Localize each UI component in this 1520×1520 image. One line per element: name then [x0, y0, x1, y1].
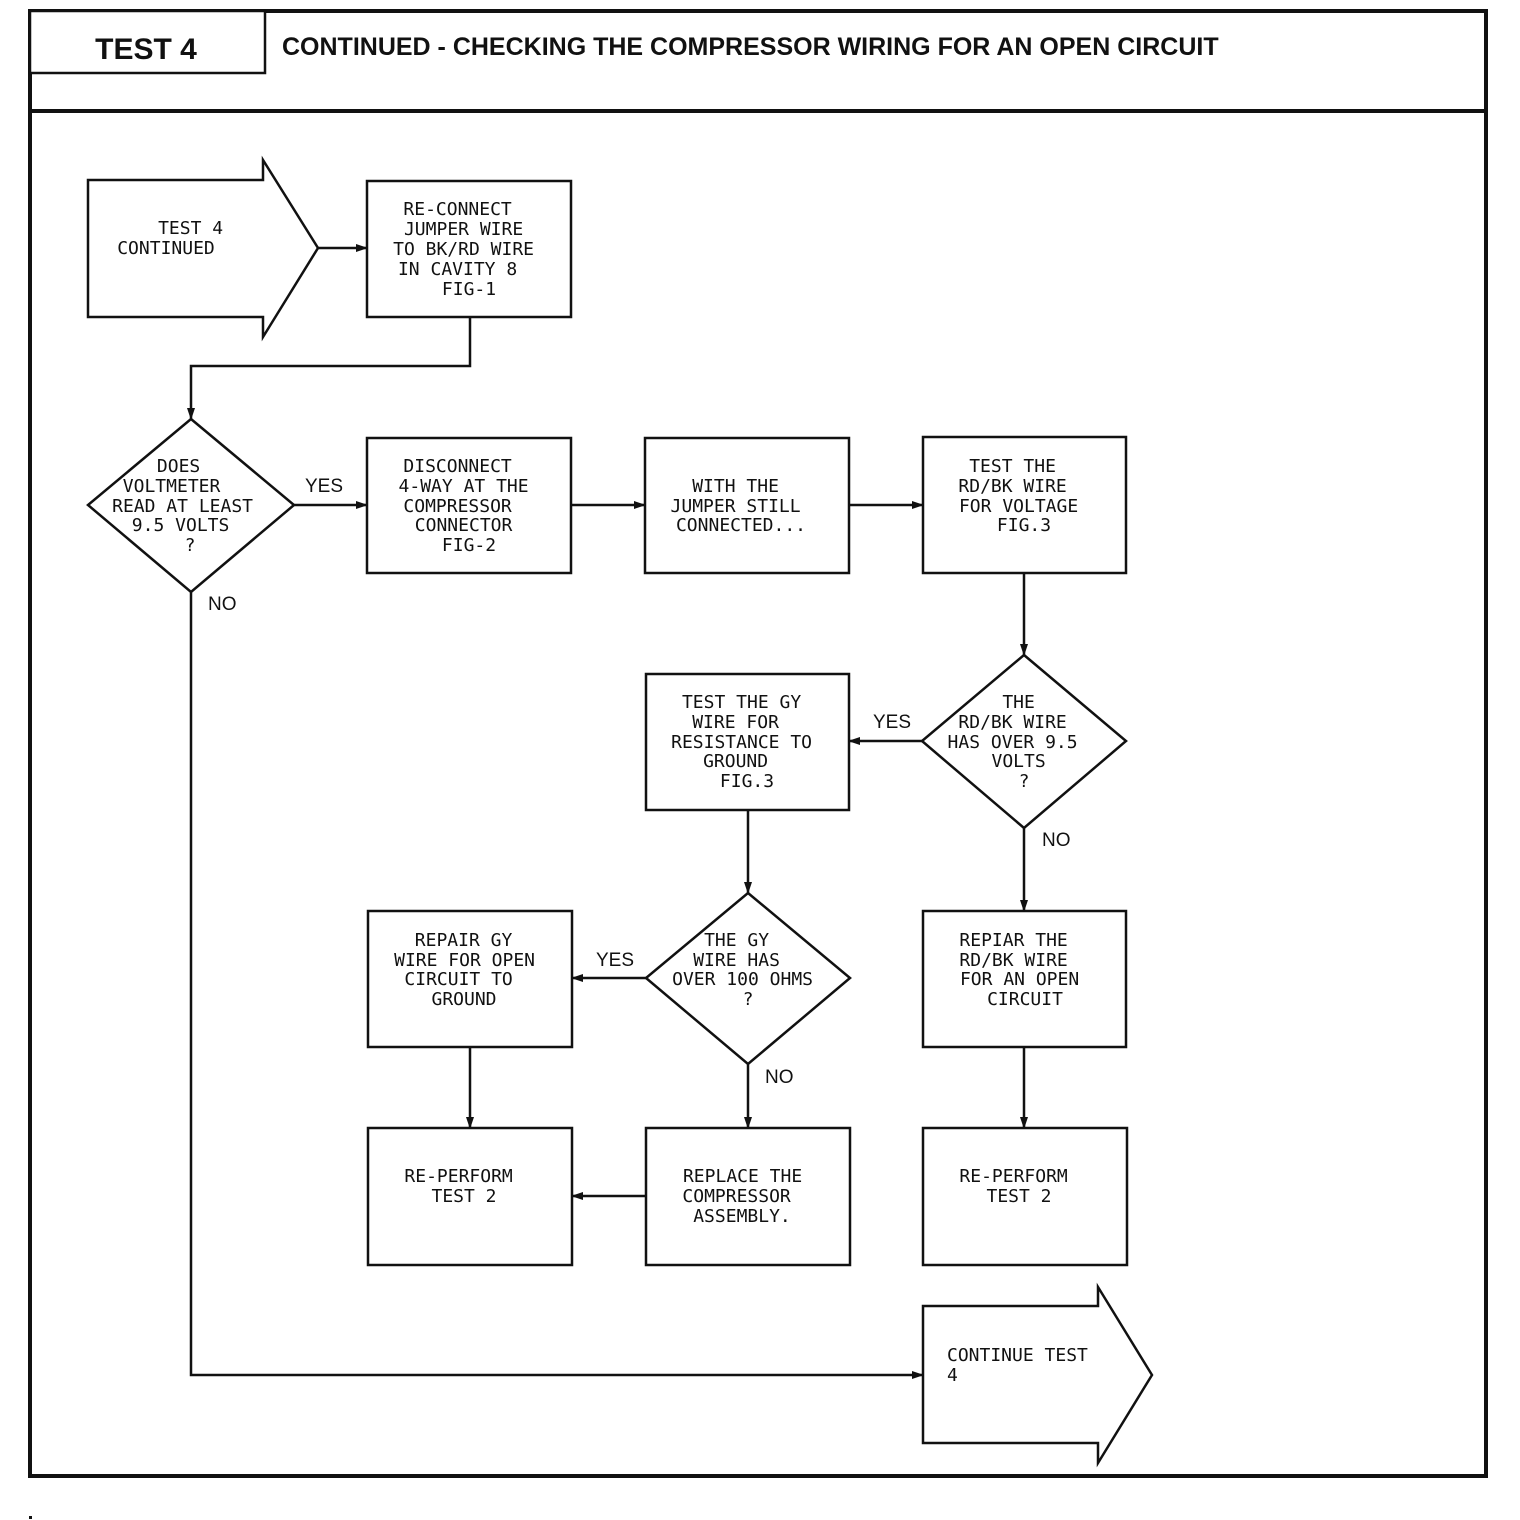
repair-rdbk-box [921, 909, 1128, 1049]
disconnect-text: DISCONNECT 4-WAY AT THE COMPRESSOR CONNE… [399, 456, 540, 556]
edge-voltmeter-no-continue [189, 592, 924, 1379]
rdbk-diamond-line: VOLTS [991, 751, 1045, 772]
rdbk-diamond-line: THE [1002, 692, 1035, 713]
disconnect-line: CONNECTOR [415, 515, 513, 536]
voltmeter-line: VOLTMETER [123, 476, 221, 497]
repair-rdbk-line: FOR AN OPEN [960, 969, 1079, 990]
repair-rdbk-line: RD/BK WIRE [959, 950, 1067, 971]
rdbk-diamond-line: HAS OVER 9.5 [948, 732, 1078, 753]
repair-rdbk-line: REPIAR THE [959, 930, 1067, 951]
continue-text: CONTINUE TEST 4 [947, 1345, 1099, 1386]
reconnect-line: JUMPER WIRE [404, 219, 523, 240]
edge-reconnect-voltmeter [187, 317, 472, 420]
scan-mark [29, 1516, 32, 1519]
repair-rdbk-text: REPIAR THE RD/BK WIRE FOR AN OPEN CIRCUI… [959, 930, 1090, 1010]
page-title: CONTINUED - CHECKING THE COMPRESSOR WIRI… [282, 33, 1219, 61]
rdbk-diamond-text: THE RD/BK WIRE HAS OVER 9.5 VOLTS ? [948, 692, 1089, 792]
edge-label-rdbk-no: NO [1042, 830, 1071, 851]
test-label-box [28, 9, 267, 75]
reperform-right-line: TEST 2 [986, 1186, 1051, 1207]
repair-gy-box [366, 909, 574, 1049]
rdbk-diamond-line: ? [1019, 771, 1030, 792]
disconnect-line: 4-WAY AT THE [399, 476, 529, 497]
test-gy-line: TEST THE GY [682, 692, 801, 713]
reperform-left-line: RE-PERFORM [404, 1166, 513, 1187]
test-rdbk-text: TEST THE RD/BK WIRE FOR VOLTAGE FIG.3 [958, 456, 1089, 536]
reconnect-line: FIG-1 [442, 279, 496, 300]
edge-label-voltmeter-yes: YES [305, 476, 343, 497]
reperform-right-text: RE-PERFORM TEST 2 [959, 1166, 1078, 1207]
voltmeter-line: 9.5 VOLTS [132, 515, 230, 536]
repair-gy-line: REPAIR GY [415, 930, 513, 951]
voltmeter-line: READ AT LEAST [112, 496, 253, 517]
repair-gy-line: WIRE FOR OPEN [394, 950, 535, 971]
replace-box [644, 1126, 852, 1267]
reconnect-line: TO BK/RD WIRE [393, 239, 534, 260]
repair-gy-text: REPAIR GY WIRE FOR OPEN CIRCUIT TO GROUN… [394, 930, 546, 1010]
test-rdbk-line: RD/BK WIRE [958, 476, 1066, 497]
test-gy-text: TEST THE GY WIRE FOR RESISTANCE TO GROUN… [671, 692, 823, 792]
start-line: CONTINUED [117, 238, 215, 259]
repair-gy-line: GROUND [431, 989, 496, 1010]
disconnect-line: FIG-2 [442, 535, 496, 556]
test-rdbk-line: FOR VOLTAGE [959, 496, 1078, 517]
test-gy-line: GROUND [703, 751, 768, 772]
reperform-left-line: TEST 2 [431, 1186, 496, 1207]
voltmeter-line: DOES [157, 456, 200, 477]
continue-arrow-shape [921, 1282, 1154, 1468]
voltmeter-text: DOES VOLTMETER READ AT LEAST 9.5 VOLTS ? [112, 456, 264, 556]
test-rdbk-box [921, 435, 1128, 575]
gy-diamond-line: OVER 100 OHMS [672, 969, 813, 990]
edge-label-gy-no: NO [765, 1067, 794, 1088]
test-gy-line: RESISTANCE TO [671, 732, 812, 753]
edge-label-gy-yes: YES [596, 950, 634, 971]
disconnect-box [365, 436, 573, 575]
continue-line: 4 [947, 1365, 958, 1386]
test-gy-line: WIRE FOR [692, 712, 779, 733]
reperform-right-box [921, 1126, 1129, 1267]
replace-line: ASSEMBLY. [693, 1206, 791, 1227]
gy-diamond-line: ? [743, 989, 754, 1010]
edge-label-voltmeter-no: NO [208, 594, 237, 615]
reconnect-line: RE-CONNECT [403, 199, 512, 220]
replace-line: COMPRESSOR [682, 1186, 791, 1207]
start-arrow-shape [86, 155, 320, 342]
continue-line: CONTINUE TEST [947, 1345, 1088, 1366]
voltmeter-line: ? [185, 535, 196, 556]
test-rdbk-line: FIG.3 [997, 515, 1051, 536]
test-gy-line: FIG.3 [720, 771, 774, 792]
gy-diamond-line: WIRE HAS [693, 950, 780, 971]
outer-frame [28, 9, 1488, 1478]
reconnect-line: IN CAVITY 8 [398, 259, 517, 280]
repair-gy-line: CIRCUIT TO [404, 969, 512, 990]
jumper-line: CONNECTED... [676, 515, 806, 536]
replace-text: REPLACE THE COMPRESSOR ASSEMBLY. [682, 1166, 813, 1227]
start-line: TEST 4 [158, 218, 223, 239]
rdbk-diamond-line: RD/BK WIRE [958, 712, 1066, 733]
jumper-text: WITH THE JUMPER STILL CONNECTED... [671, 476, 812, 536]
reperform-left-box [366, 1126, 574, 1267]
jumper-line: WITH THE [692, 476, 779, 497]
repair-rdbk-line: CIRCUIT [987, 989, 1063, 1010]
reperform-left-text: RE-PERFORM TEST 2 [404, 1166, 523, 1207]
gy-diamond-line: THE GY [704, 930, 769, 951]
gy-diamond-text: THE GY WIRE HAS OVER 100 OHMS ? [672, 930, 824, 1010]
replace-line: REPLACE THE [683, 1166, 802, 1187]
test-gy-box [644, 672, 851, 812]
disconnect-line: DISCONNECT [403, 456, 512, 477]
reconnect-text: RE-CONNECT JUMPER WIRE TO BK/RD WIRE IN … [393, 199, 545, 300]
edge-label-rdbk-yes: YES [873, 712, 911, 733]
test-label: TEST 4 [95, 33, 197, 66]
reperform-right-line: RE-PERFORM [959, 1166, 1068, 1187]
jumper-line: JUMPER STILL [671, 496, 801, 517]
test-rdbk-line: TEST THE [969, 456, 1056, 477]
start-text: TEST 4 CONTINUED [117, 218, 234, 259]
disconnect-line: COMPRESSOR [403, 496, 512, 517]
